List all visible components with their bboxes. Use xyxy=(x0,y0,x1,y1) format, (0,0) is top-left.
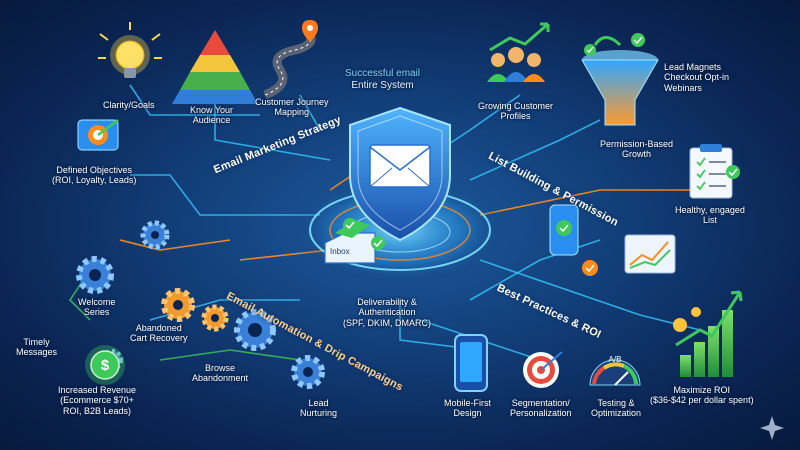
phone-icon xyxy=(549,204,598,276)
road-map-icon xyxy=(263,20,318,100)
revenue-label: Increased Revenue(Ecommerce $70+ROI, B2B… xyxy=(58,385,137,416)
gauge-icon: A/B xyxy=(589,355,641,386)
deliverability-label: Deliverability &Authentication(SPF, DKIM… xyxy=(343,297,432,328)
roi-label: Maximize ROI($36-$42 per dollar spent) xyxy=(650,385,754,406)
testing-label: Testing &Optimization xyxy=(591,398,642,419)
clarity-label: Clarity/Goals xyxy=(103,100,155,110)
pyramid-icon xyxy=(172,30,258,104)
chart-icon xyxy=(624,234,676,274)
phone-icon xyxy=(454,334,488,392)
gear-icon xyxy=(140,220,170,250)
center-title-line2: Entire System xyxy=(351,79,414,91)
dartboard-icon xyxy=(523,351,563,388)
lightbulb-icon xyxy=(98,22,162,78)
funnel-icon xyxy=(581,33,659,126)
dollar-symbol: $ xyxy=(101,357,110,374)
sparkle-icon xyxy=(760,416,784,440)
segmentation-label: Segmentation/Personalization xyxy=(510,398,572,419)
check-badges xyxy=(343,218,385,250)
center-title-line1: Successful email xyxy=(345,68,421,79)
shield-envelope-icon xyxy=(349,106,451,242)
people-icon xyxy=(487,22,550,82)
gear-icon xyxy=(161,288,195,322)
gear-icon xyxy=(291,355,325,389)
gear-icon xyxy=(234,309,276,351)
gear-icon xyxy=(201,304,229,332)
checklist-icon xyxy=(689,144,740,199)
ab-label: A/B xyxy=(609,355,622,364)
center-title: Successful email Entire System xyxy=(345,68,420,91)
gear-icon xyxy=(76,256,114,294)
target-icon xyxy=(77,119,119,151)
inbox-label: Inbox xyxy=(330,247,350,256)
bar-chart-icon xyxy=(673,290,743,377)
objectives-label: Defined Objectives(ROI, Loyalty, Leads) xyxy=(52,165,137,186)
dollar-icon: $ xyxy=(85,345,125,385)
